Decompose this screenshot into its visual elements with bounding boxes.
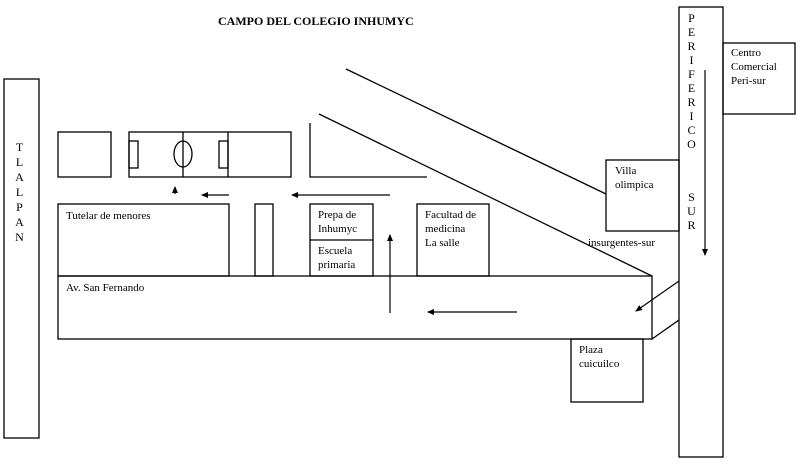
goal-area-right (218, 140, 229, 169)
centro-line-1: Centro (731, 47, 761, 59)
insurgentes-edge-upper (345, 68, 607, 195)
escuela-line-2: primaria (318, 259, 356, 271)
l-shaped-lot (309, 123, 427, 178)
field-block-left (57, 131, 112, 178)
exit-arrow (635, 280, 680, 312)
facultad-line-3: La salle (425, 237, 460, 249)
insurgentes-label: insurgentes-sur (588, 237, 656, 249)
connector-edge (651, 319, 680, 340)
insurgentes-edge-lower (318, 113, 653, 277)
periferico-label: PERIFERICO (684, 11, 699, 151)
sur-text: SUR (684, 190, 699, 232)
soccer-field (128, 131, 292, 178)
san-fernando-label: Av. San Fernando (66, 282, 145, 294)
soccer-center-circle (173, 140, 193, 168)
villa-olimpica-block (605, 159, 680, 232)
sur-label: SUR (684, 190, 699, 232)
prepa-label: Prepa de Inhumyc (318, 208, 357, 236)
escuela-line-1: Escuela (318, 245, 353, 257)
centro-line-2: Comercial (731, 61, 777, 73)
tlalpan-road (3, 78, 40, 439)
map-title: CAMPO DEL COLEGIO INHUMYC (218, 14, 414, 28)
villa-label: Villa olimpica (615, 164, 654, 192)
prepa-line-2: Inhumyc (318, 223, 358, 235)
facultad-line-1: Facultad de (425, 209, 477, 221)
san-fernando-road (57, 275, 653, 340)
prepa-line-1: Prepa de (318, 209, 357, 221)
villa-line-1: Villa (615, 165, 637, 177)
facultad-line-2: medicina (425, 223, 466, 235)
periferico-text: PERIFERICO (684, 11, 699, 151)
centro-label: Centro Comercial Peri-sur (731, 46, 777, 88)
facultad-label: Facultad de medicina La salle (425, 208, 476, 250)
plaza-line-1: Plaza (579, 344, 603, 356)
goal-area-left (128, 140, 139, 169)
villa-line-2: olimpica (615, 179, 654, 191)
tutelar-label: Tutelar de menores (66, 210, 151, 222)
escuela-label: Escuela primaria (318, 244, 355, 272)
narrow-block (254, 203, 274, 277)
plaza-line-2: cuicuilco (579, 358, 620, 370)
plaza-label: Plaza cuicuilco (579, 343, 619, 371)
tlalpan-label: TLALPAN (12, 140, 27, 245)
facultad-block (416, 203, 490, 277)
tlalpan-text: TLALPAN (12, 140, 27, 245)
centro-comercial-block (722, 42, 796, 115)
tutelar-block (57, 203, 230, 277)
centro-line-3: Peri-sur (731, 75, 766, 87)
periferico-road (678, 6, 724, 458)
